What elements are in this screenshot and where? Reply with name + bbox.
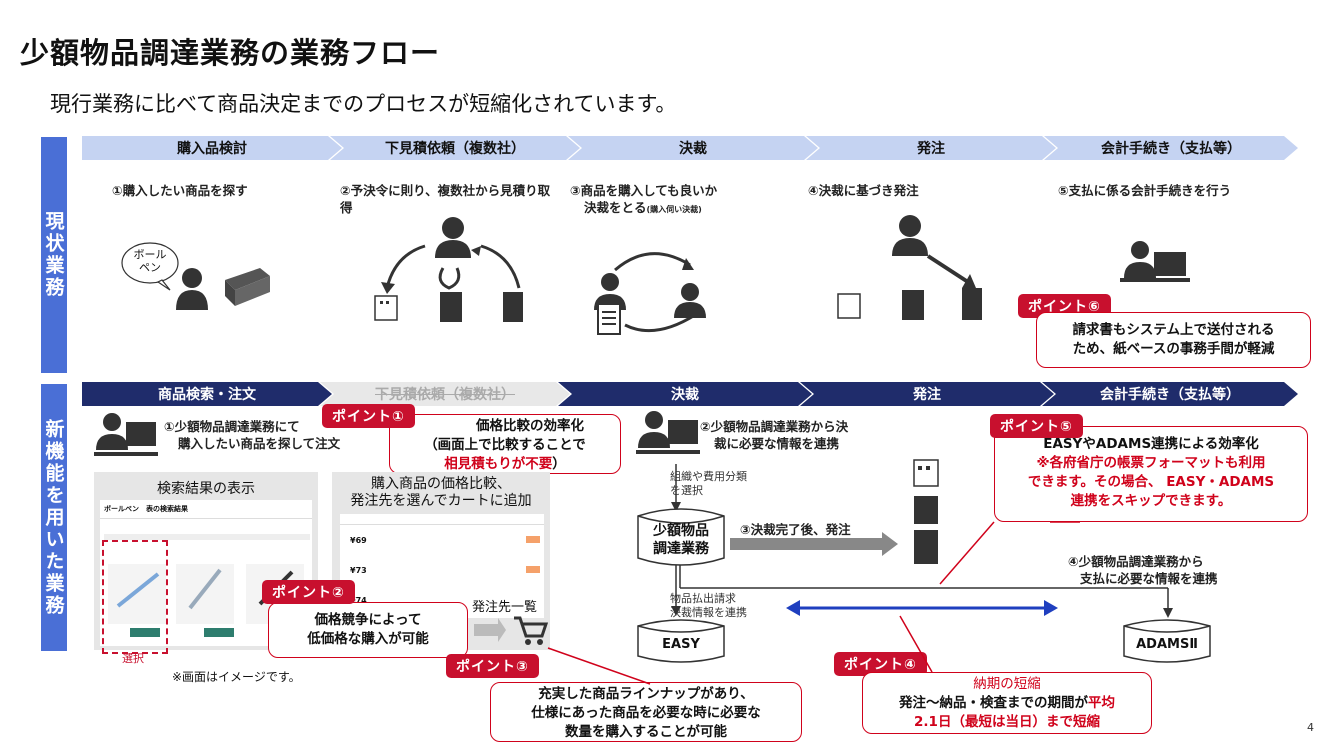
- flow-lines: [671, 464, 1173, 618]
- price-row-2: ¥73: [350, 566, 367, 575]
- point-5-connectors: [939, 521, 1080, 585]
- point-2-badge: ポイント②: [262, 580, 355, 604]
- order-illustration: [837, 215, 982, 320]
- point-2-box: 価格競争によって低価格な購入が可能: [268, 602, 468, 658]
- adams-label: ADAMSⅡ: [1136, 637, 1198, 652]
- point-3-badge: ポイント③: [446, 654, 539, 678]
- goods-note: 物品払出請求決裁情報を連携: [670, 592, 747, 619]
- price-row-3: ¥74: [350, 596, 367, 605]
- product-item-1[interactable]: [108, 564, 166, 624]
- quote-request-illustration: [374, 217, 523, 322]
- point-3-box: 充実した商品ラインナップがあり、仕様にあった商品を必要な時に必要な数量を購入する…: [490, 682, 802, 742]
- price-table: ¥69 ¥73 ¥74: [340, 514, 544, 618]
- point-5-box: EASYやADAMS連携による効率化 ※各府省庁の帳票フォーマットも利用 できま…: [994, 426, 1308, 522]
- new-step-2: ②少額物品調達業務から決裁に必要な情報を連携: [700, 419, 849, 451]
- current-step-4: ④決裁に基づき発注: [808, 183, 919, 198]
- page-subtitle: 現行業務に比べて商品決定までのプロセスが短縮化されています。: [50, 92, 677, 116]
- selection-highlight: [102, 540, 168, 654]
- sidebar-current: 現状業務: [41, 137, 67, 373]
- page-number: 4: [1307, 721, 1314, 734]
- price-row-1: ¥69: [350, 536, 367, 545]
- chevron-approval: 決裁: [558, 382, 812, 406]
- cart-icon: [474, 616, 549, 645]
- page-title: 少額物品調達業務の業務フロー: [20, 36, 441, 70]
- current-flow-arrows: 購入品検討 下見積依頼（複数社） 決裁 発注 会計手続き（支払等）: [82, 136, 1298, 160]
- current-step-1: ①購入したい商品を探す: [112, 183, 248, 198]
- ballpen-bubble: ボール ペン: [133, 248, 167, 274]
- new-step-3: ③決裁完了後、発注: [740, 522, 851, 537]
- point-6-box: 請求書もシステム上で送付されるため、紙ベースの事務手間が軽減: [1036, 312, 1311, 368]
- point-4-connector: [899, 615, 933, 673]
- procurement-system-label: 少額物品調達業務: [653, 523, 709, 557]
- easy-cylinder: [637, 619, 725, 663]
- chevron-quote-removed: 下見積依頼（複数社）: [320, 382, 570, 406]
- current-step-5: ⑤支払に係る会計手続きを行う: [1058, 183, 1232, 198]
- point-4-box: 納期の短縮 発注〜納品・検査までの期間が平均 2.1日（最短は当日）まで短縮: [862, 672, 1152, 734]
- chevron-quote: 下見積依頼（複数社）: [330, 136, 580, 160]
- user-pc-icon: [94, 413, 158, 456]
- accounting-illustration: [1120, 241, 1190, 282]
- easy-label: EASY: [662, 637, 700, 652]
- current-step-2: ②予決令に則り、複数社から見積り取得: [340, 183, 551, 215]
- vendor-buildings-icon: [913, 459, 939, 564]
- select-label: 選択: [122, 652, 144, 665]
- point-6-badge: ポイント⑥: [1018, 294, 1111, 318]
- approver-pc-icon: [636, 411, 700, 454]
- product-item-2[interactable]: [176, 564, 234, 624]
- point-1-badge: ポイント①: [322, 404, 415, 428]
- point-3-connector: [547, 647, 651, 685]
- person-search-illustration: [121, 242, 270, 310]
- vendor-list-label: 発注先一覧: [472, 600, 538, 615]
- price-compare-title: 購入商品の価格比較、発注先を選んでカートに追加: [350, 476, 532, 509]
- chevron-accounting: 会計手続き（支払等）: [1042, 382, 1298, 406]
- chevron-search-order: 商品検索・注文: [82, 382, 332, 406]
- point-5-badge: ポイント⑤: [990, 414, 1083, 438]
- org-note: 組織や費用分類を選択: [670, 470, 747, 497]
- search-results-panel: 検索結果の表示 ボールペン 表の検索結果: [94, 472, 318, 654]
- procurement-system-cylinder: [637, 508, 725, 566]
- point-1-box: 価格比較の効率化 （画面上で比較することで 相見積もりが不要）: [389, 414, 621, 474]
- search-results-title: 検索結果の表示: [157, 481, 255, 497]
- chevron-consider: 購入品検討: [82, 136, 342, 160]
- new-step-1: ①少額物品調達業務にて購入したい商品を探して注文: [164, 419, 341, 451]
- new-step-4: ④少額物品調達業務から支払に必要な情報を連携: [1068, 554, 1218, 586]
- chevron-order: 発注: [800, 382, 1054, 406]
- chevron-accounting: 会計手続き（支払等）: [1044, 136, 1298, 160]
- approval-illustration: [594, 252, 706, 335]
- chevron-order: 発注: [806, 136, 1056, 160]
- image-note: ※画面はイメージです。: [172, 670, 301, 684]
- chevron-approval: 決裁: [568, 136, 818, 160]
- adams-cylinder: [1123, 619, 1211, 663]
- new-flow-arrows: 商品検索・注文 下見積依頼（複数社） 決裁 発注 会計手続き（支払等）: [82, 382, 1298, 406]
- current-step-3: ③商品を購入しても良いか 決裁をとる(購入伺い決裁): [570, 183, 718, 215]
- sidebar-new: 新機能を用いた業務: [41, 384, 67, 651]
